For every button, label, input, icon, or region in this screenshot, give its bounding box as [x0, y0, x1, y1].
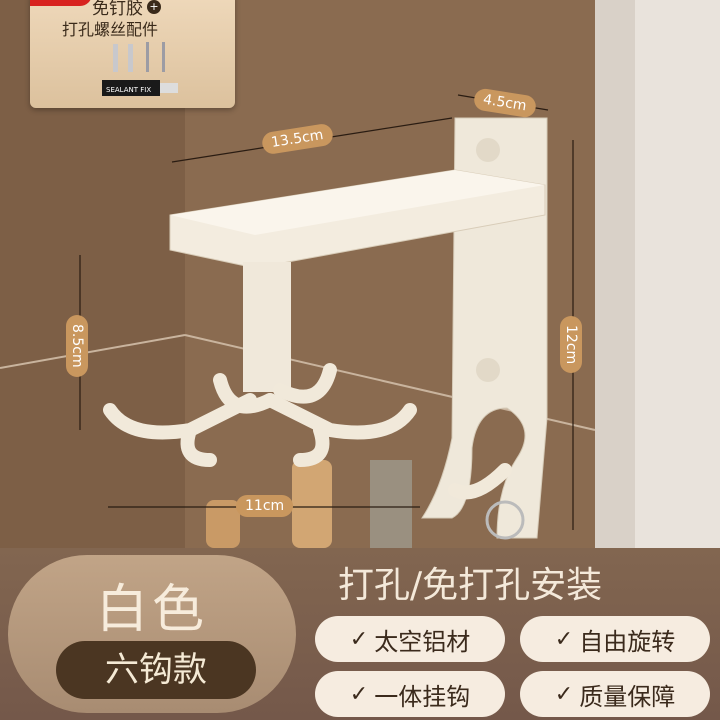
check-icon: ✓: [554, 681, 574, 707]
dimension-hook-span: 11cm: [236, 495, 294, 517]
dimension-hook-height: 8.5cm: [66, 315, 88, 377]
glue-label: 免钉胶: [92, 0, 143, 19]
accessory-card: 免钉胶 + 打孔螺丝配件 SEALANT FIX: [30, 0, 235, 108]
feature-label: 一体挂钩: [374, 682, 471, 711]
tube-label: SEALANT FIX: [106, 86, 151, 94]
screws-and-tube-image: SEALANT FIX: [102, 42, 178, 96]
feature-label: 质量保障: [579, 682, 676, 711]
check-icon: ✓: [349, 626, 369, 652]
check-icon: ✓: [349, 681, 369, 707]
install-method-title: 打孔/免打孔安装: [338, 565, 603, 606]
feature-badge: ✓质量保障: [520, 671, 710, 717]
variant-badge: 白色 六钩款: [8, 555, 296, 713]
variant-style: 六钩款: [56, 641, 256, 699]
plus-icon: +: [147, 0, 161, 14]
feature-badge: ✓一体挂钩: [315, 671, 505, 717]
check-icon: ✓: [554, 626, 574, 652]
screw-accessories-label: 打孔螺丝配件: [62, 20, 159, 39]
ribbon-decoration: [30, 0, 92, 6]
dimension-height: 12cm: [560, 316, 582, 374]
feature-badge: ✓自由旋转: [520, 616, 710, 662]
variant-color: 白色: [95, 580, 208, 640]
feature-label: 太空铝材: [374, 627, 471, 656]
feature-label: 自由旋转: [579, 627, 676, 656]
feature-badge: ✓太空铝材: [315, 616, 505, 662]
